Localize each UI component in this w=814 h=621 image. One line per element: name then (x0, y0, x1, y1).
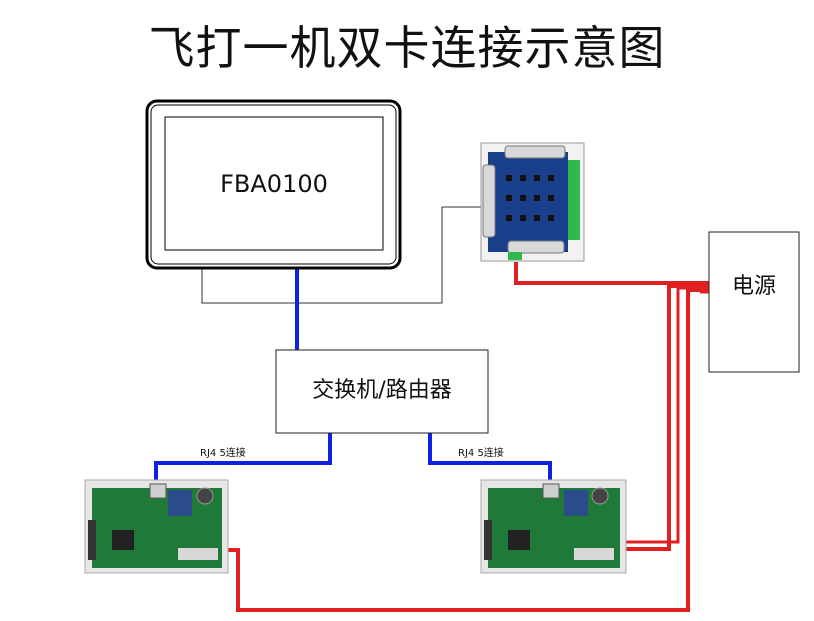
card1-power-wire (228, 288, 709, 612)
ethernet-port (149, 483, 167, 499)
hmi-screen (164, 116, 384, 251)
switch-card1-ethernet-wire (154, 433, 332, 483)
buzzer (196, 487, 214, 505)
switch-label: 交换机/路由器 (312, 378, 452, 403)
hmi-io-signal-wire (201, 206, 486, 304)
db-connector-top (504, 145, 566, 159)
buzzer (591, 487, 609, 505)
hmi-label: FBA0100 (220, 170, 328, 198)
terminal-block (568, 160, 580, 240)
diagram-title: 飞打一机双卡连接示意图 (148, 21, 666, 75)
power-supply-label: 电源 (731, 274, 776, 299)
cpu-chip (508, 530, 530, 550)
rj45-link-label-1: RJ4 5连接 (200, 448, 246, 459)
db-connector-bottom (507, 240, 565, 254)
cpu-chip (112, 530, 134, 550)
rj45-link-label-2: RJ4 5连接 (458, 448, 504, 459)
hmi-bezel-inner (150, 104, 397, 265)
card2-power-wire (626, 284, 709, 551)
ethernet-port (542, 483, 560, 499)
switch-card2-ethernet-wire (428, 433, 552, 483)
power-terminal (508, 252, 522, 260)
db-connector-left (482, 164, 496, 238)
io-power-wire (514, 262, 709, 285)
